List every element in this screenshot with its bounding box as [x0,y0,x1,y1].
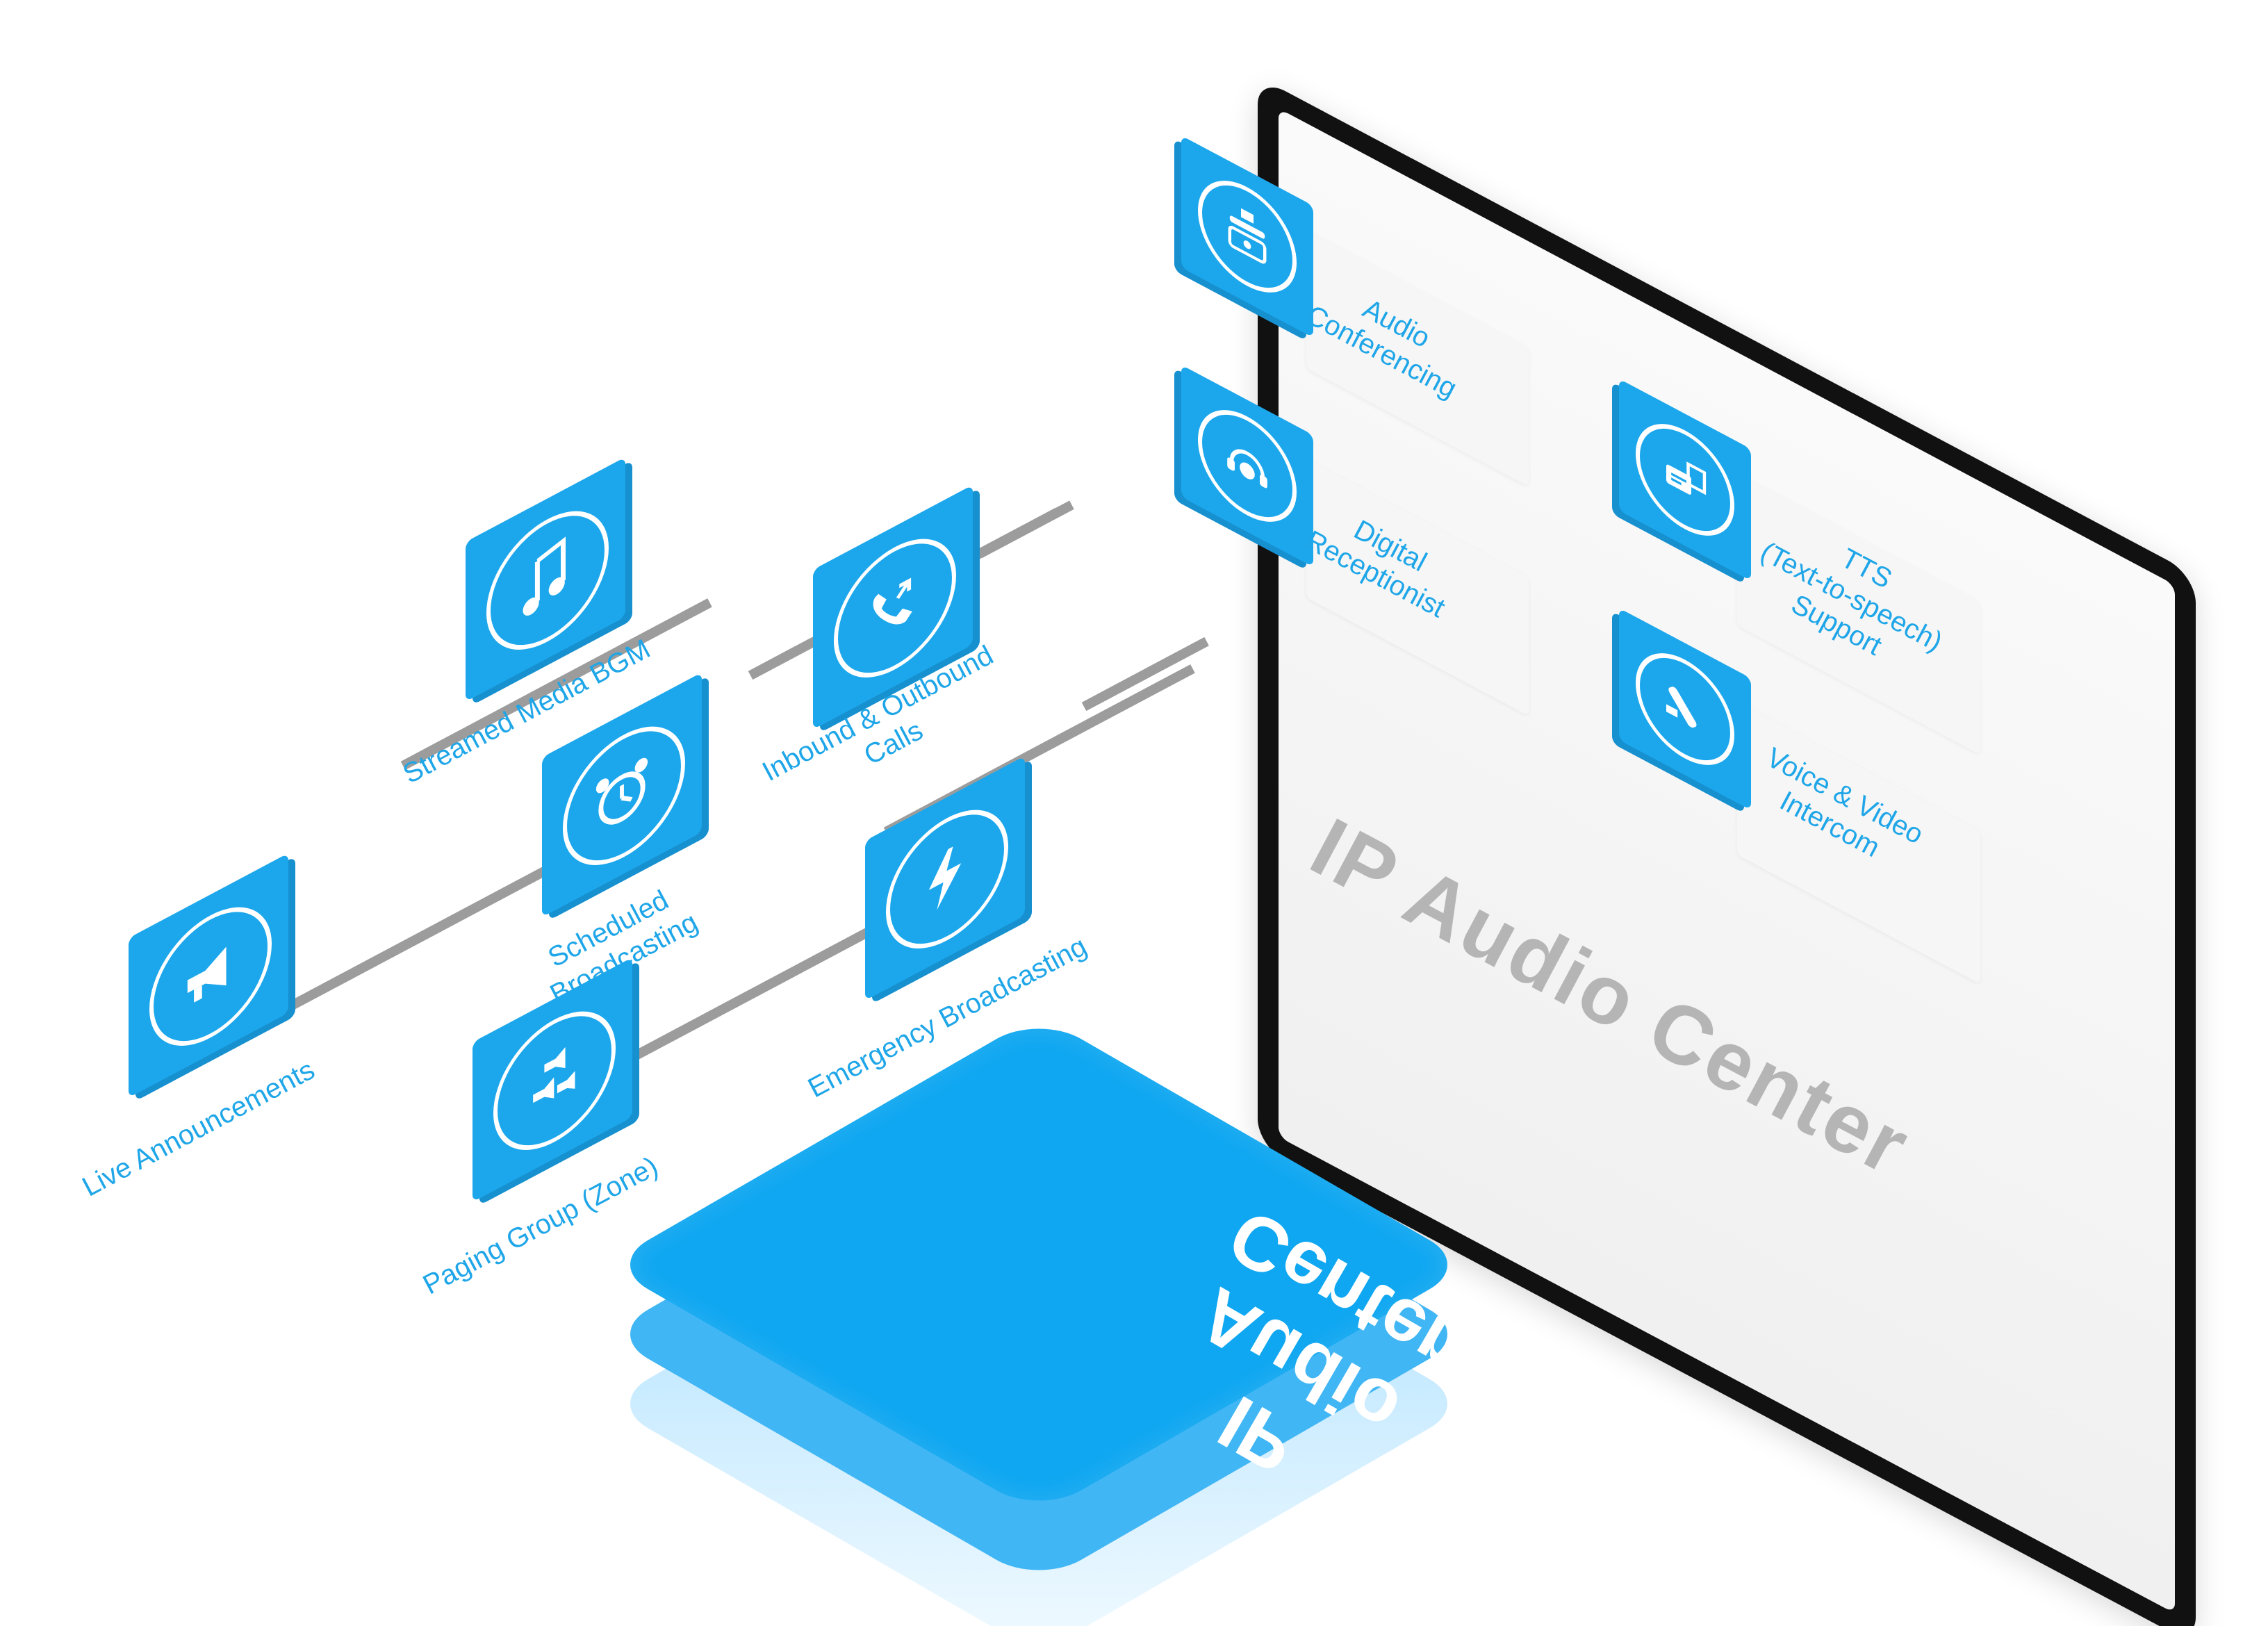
conference-phone-icon [1228,208,1267,264]
tile-intercom [1619,608,1751,811]
tile-tts [1619,379,1751,582]
intercom-camera-icon [1666,687,1698,728]
tile-inbound-outbound-calls [813,484,973,730]
label-live-announcements: Live Announcements [77,1054,320,1203]
tile-emergency-broadcasting [865,755,1025,1001]
tile-paging-group [472,957,632,1202]
tile-live-announcements [129,853,288,1098]
paging-speakers-icon [533,1046,575,1103]
music-note-icon [523,536,566,616]
alarm-clock-icon [595,757,648,825]
tile-streamed-media-bgm [466,457,625,702]
connector-line [289,864,552,1010]
text-to-speech-icon [1666,461,1707,495]
tile-audio-conferencing [1181,136,1313,338]
megaphone-icon [187,946,227,1003]
connector-line [977,500,1074,559]
lightning-alert-icon [928,846,962,910]
receptionist-headset-icon [1227,449,1267,488]
label-paging-group: Paging Group (Zone) [418,1151,664,1301]
phone-call-icon [873,577,912,625]
tile-digital-receptionist [1181,365,1313,568]
tile-scheduled-broadcasting [542,672,702,917]
